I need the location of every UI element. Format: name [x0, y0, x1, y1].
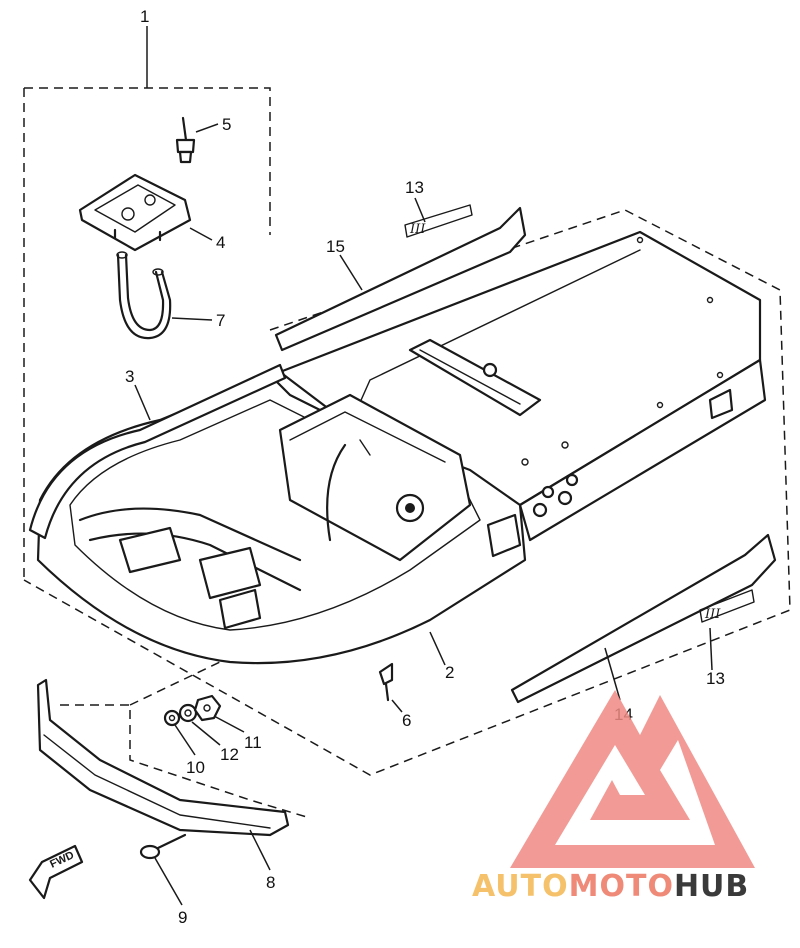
callout-11: 11 — [244, 733, 262, 752]
decal-upper-text: III — [409, 222, 426, 237]
callout-5: 5 — [222, 115, 231, 134]
logo-text-hub: HUB — [674, 869, 749, 904]
callout-2: 2 — [445, 663, 454, 682]
callout-1: 1 — [140, 7, 149, 26]
callout-12: 12 — [220, 745, 239, 764]
fastener-set-10-11-12 — [163, 694, 245, 756]
trim-strip-part-15 — [274, 206, 527, 352]
logo-text-moto: MOTO — [569, 869, 674, 904]
trim-strip-part-14 — [510, 533, 777, 704]
callout-3: 3 — [125, 367, 134, 386]
callout-8: 8 — [266, 873, 275, 892]
callout-9: 9 — [178, 908, 187, 927]
callout-13-upper: 13 — [405, 178, 424, 197]
callout-6: 6 — [402, 711, 411, 730]
callout-labels: 1 5 4 7 3 15 13 2 6 13 14 10 12 11 8 9 — [125, 7, 725, 927]
forward-arrow-icon: FWD — [28, 844, 84, 900]
seat-base-part-2 — [36, 230, 767, 666]
rail-trim-part-3 — [28, 363, 287, 540]
logo-mark-icon — [510, 690, 755, 868]
bracket-part-4 — [78, 173, 213, 252]
kit-1-boundary — [23, 26, 271, 580]
rivet-part-6 — [378, 662, 403, 713]
svg-text:AUTOMOTOHUB: AUTOMOTOHUB — [472, 869, 749, 904]
decal-lower-text: III — [704, 607, 721, 622]
callout-7: 7 — [216, 311, 225, 330]
u-bolt-part-7 — [116, 251, 213, 340]
callout-15: 15 — [326, 237, 345, 256]
logo-text-auto: AUTO — [472, 869, 569, 904]
callout-4: 4 — [216, 233, 225, 252]
callout-13-lower: 13 — [706, 669, 725, 688]
decal-part-13-upper: III — [404, 197, 473, 238]
bumper-part-8 — [36, 678, 290, 871]
seat-assembly-boundary — [23, 209, 791, 819]
decal-part-13-lower: III — [699, 589, 755, 671]
callout-10: 10 — [186, 758, 205, 777]
screw-part-9 — [139, 833, 187, 906]
automotohub-logo: AUTOMOTOHUB — [472, 690, 755, 904]
bolt-part-5 — [175, 116, 219, 164]
